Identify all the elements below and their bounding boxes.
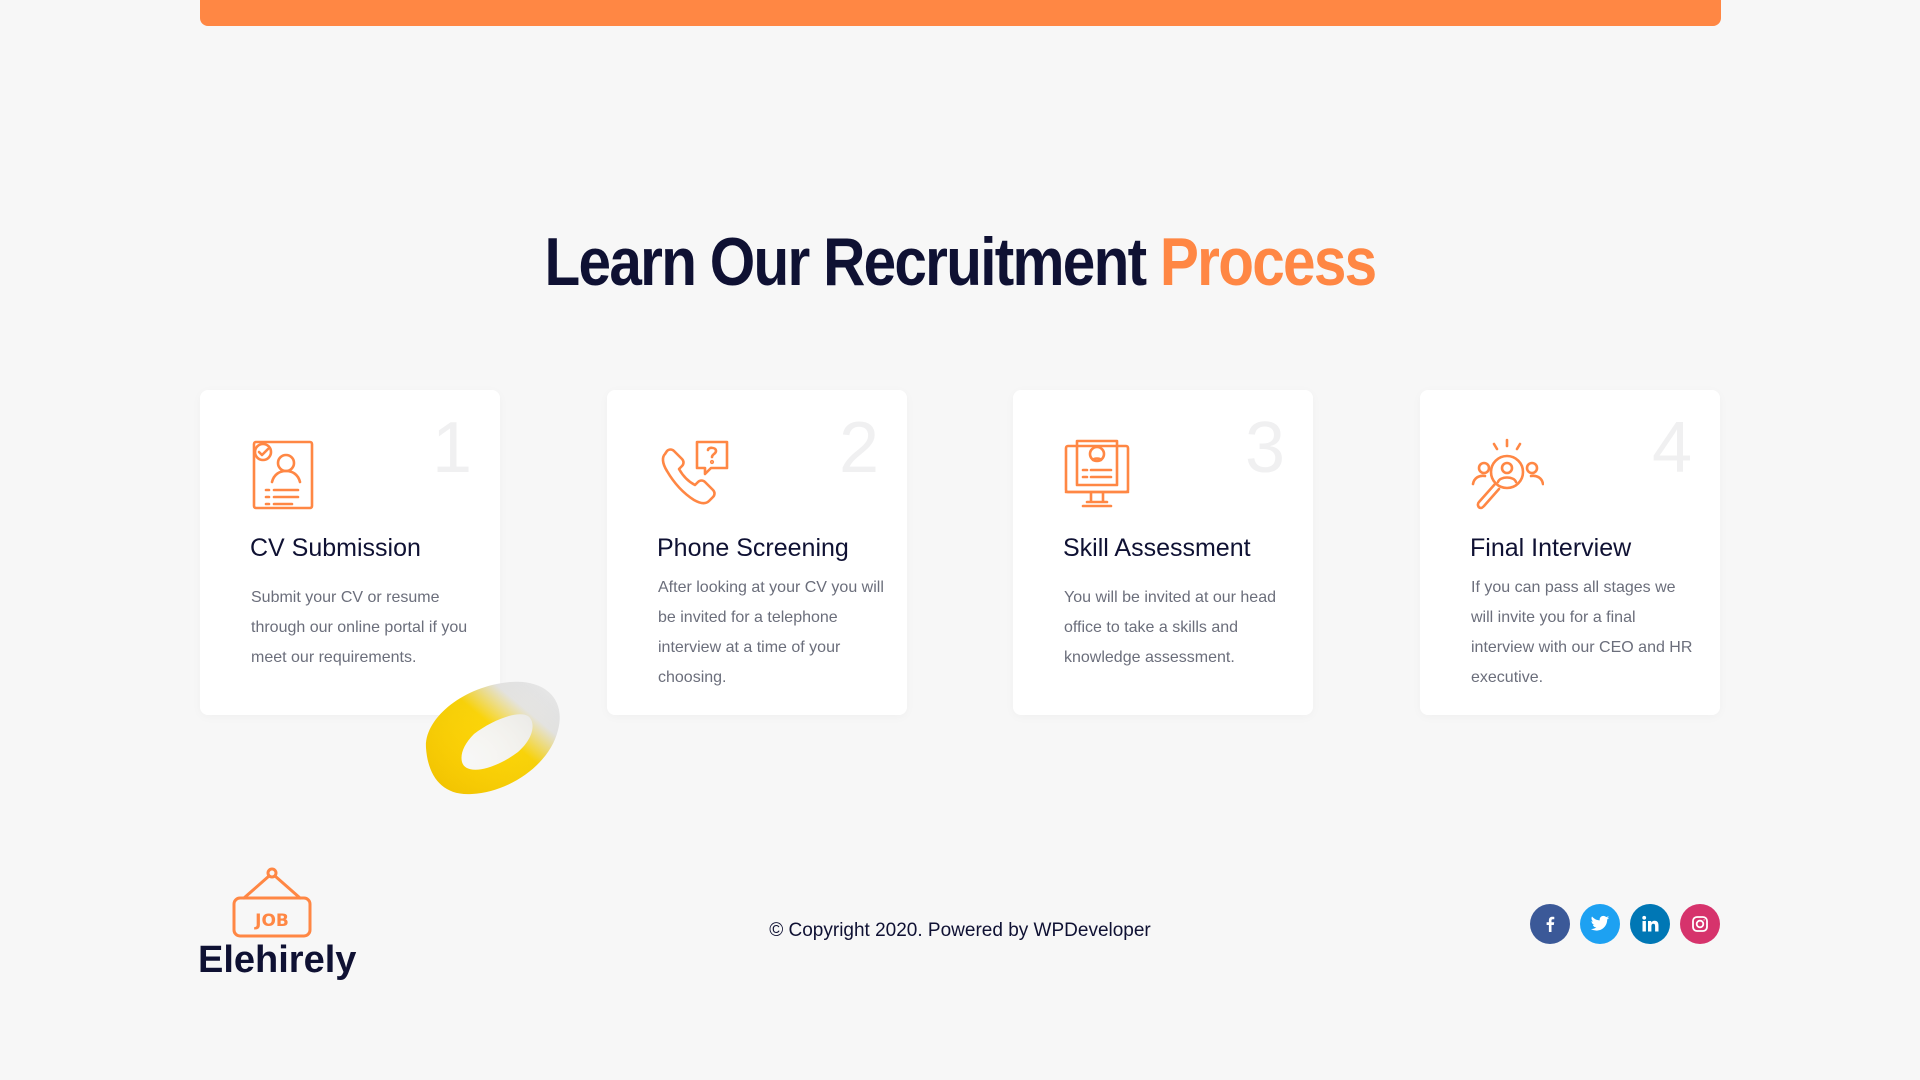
step-description: If you can pass all stages we will invit… — [1471, 579, 1693, 686]
copyright-text: © Copyright 2020. Powered by WPDeveloper — [769, 920, 1151, 941]
step-title: Final Interview — [1470, 534, 1632, 562]
section-heading: Learn Our Recruitment Process — [134, 222, 1785, 302]
step-card-skill-assessment: 3 Skill Assessment You will be invited a… — [1013, 390, 1313, 715]
step-title: CV Submission — [250, 534, 421, 562]
facebook-button[interactable] — [1530, 904, 1570, 944]
top-accent-bar — [200, 0, 1721, 26]
twitter-button[interactable] — [1580, 904, 1620, 944]
heading-accent: Process — [1159, 224, 1377, 300]
step-title: Phone Screening — [657, 534, 849, 562]
instagram-button[interactable] — [1680, 904, 1720, 944]
step-number: 4 — [1651, 408, 1692, 488]
logo-badge-text: JOB — [254, 911, 289, 931]
job-sign-icon: JOB — [232, 867, 312, 938]
decorative-ring-shape — [425, 681, 560, 795]
linkedin-icon — [1642, 915, 1659, 932]
step-number: 1 — [431, 408, 472, 488]
cv-document-icon — [252, 440, 314, 510]
step-card-cv-submission: 1 CV Submission Submit your CV or resume… — [200, 390, 500, 715]
site-logo[interactable]: JOB Elehirely — [198, 866, 358, 986]
search-people-icon — [1471, 438, 1544, 510]
heading-main: Learn Our Recruitment — [544, 224, 1148, 300]
step-description: After looking at your CV you will be inv… — [658, 579, 884, 686]
step-card-final-interview: 4 Final Interview If you can pass all st… — [1420, 390, 1720, 715]
step-description: Submit your CV or resume through our onl… — [251, 589, 468, 666]
monitor-profile-icon — [1064, 439, 1130, 508]
facebook-icon — [1546, 916, 1555, 932]
phone-question-icon — [661, 440, 729, 505]
step-title: Skill Assessment — [1063, 534, 1251, 562]
step-description: You will be invited at our head office t… — [1064, 589, 1276, 666]
twitter-icon — [1590, 915, 1610, 931]
linkedin-button[interactable] — [1630, 904, 1670, 944]
logo-text: Elehirely — [198, 939, 357, 981]
step-number: 3 — [1244, 408, 1285, 488]
step-card-phone-screening: 2 Phone Screening After looking at your … — [607, 390, 907, 715]
instagram-icon — [1692, 916, 1708, 932]
step-number: 2 — [838, 408, 879, 488]
